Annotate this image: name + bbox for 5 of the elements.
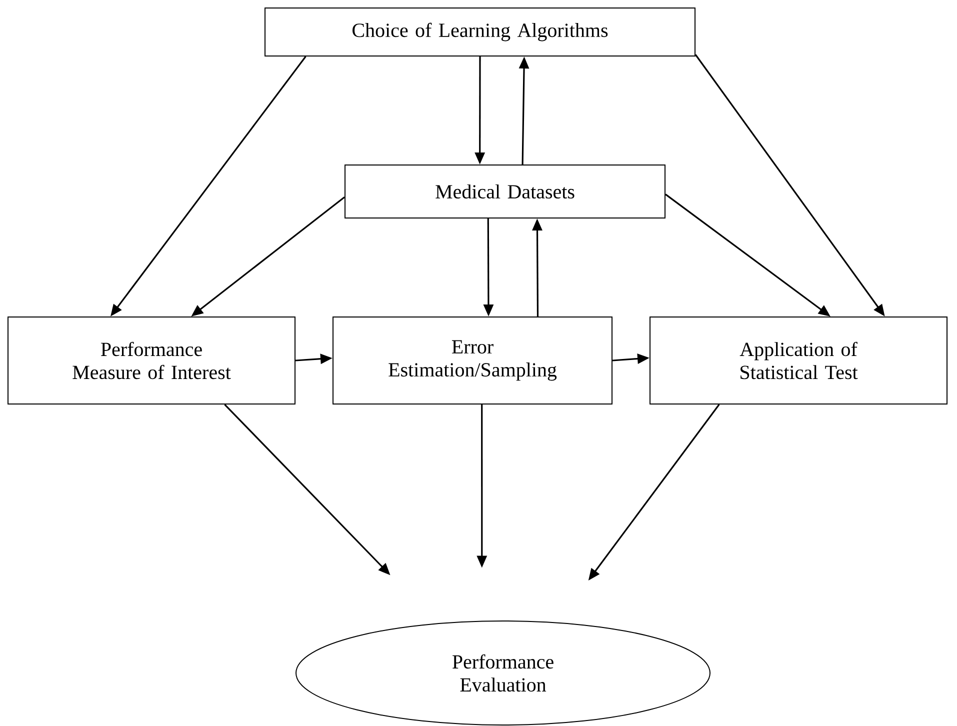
process-box: Performance Measure of Interest <box>8 316 296 404</box>
process-box: Medical Datasets <box>344 164 666 218</box>
process-box: Application of Statistical Test <box>650 316 948 404</box>
process-box: Error Estimation/Sampling <box>332 316 612 404</box>
process-box: Choice of Learning Algorithms <box>264 8 696 56</box>
